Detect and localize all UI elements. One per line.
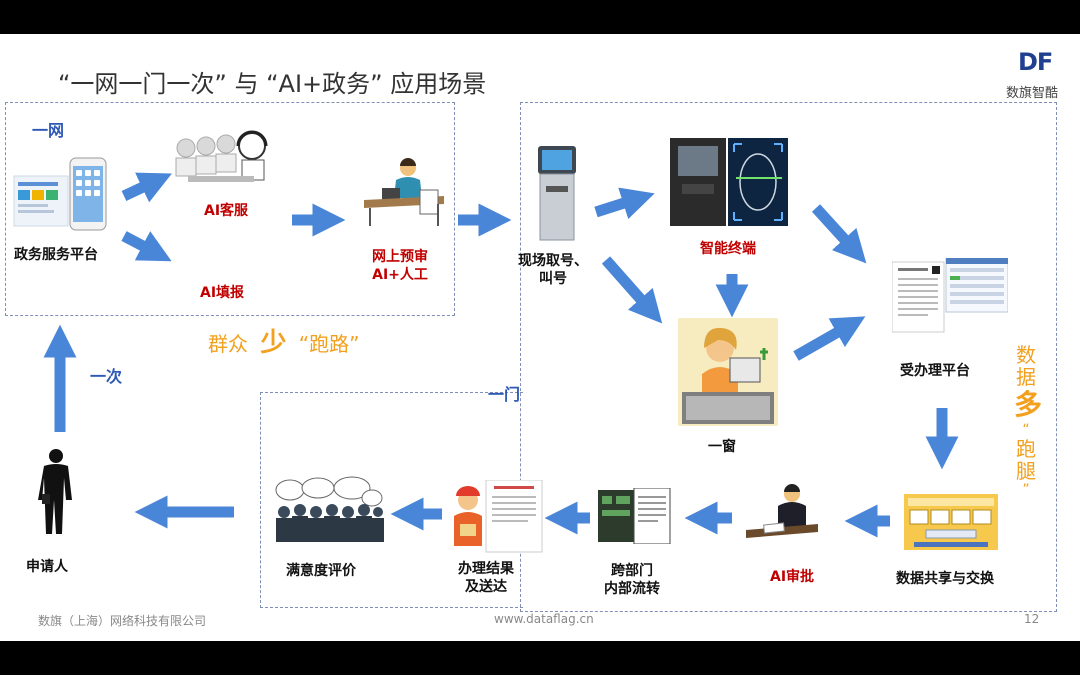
label-queue-line1: 现场取号、 bbox=[518, 253, 588, 269]
data-sharing-image bbox=[904, 494, 998, 550]
slogan-people-prefix: 群众 bbox=[208, 332, 248, 356]
label-ai-service: AI客服 bbox=[204, 203, 249, 219]
logo-mark: DF bbox=[1018, 48, 1053, 76]
slide: “一网一门一次” 与 “AI+政务” 应用场景 DF 数旗智酷 bbox=[0, 34, 1080, 641]
label-queue-line2: 叫号 bbox=[539, 271, 567, 287]
slogan-data-more: 数 据 多 “ 跑 腿 ” bbox=[1014, 343, 1043, 498]
cross-dept-image bbox=[598, 487, 672, 545]
window-image bbox=[678, 318, 778, 426]
label-cross-dept: 跨部门 内部流转 bbox=[604, 562, 660, 598]
region-yimen bbox=[520, 102, 1057, 612]
label-queue: 现场取号、 叫号 bbox=[518, 252, 588, 288]
arrow-queue-to-window bbox=[601, 256, 663, 324]
label-yimen: 一门 bbox=[488, 385, 521, 404]
label-result-delivery-line1: 办理结果 bbox=[458, 561, 514, 577]
slogan-data-3: 跑 bbox=[1016, 437, 1036, 461]
arrow-platform-to-ai-service bbox=[121, 172, 172, 203]
label-window: 一窗 bbox=[708, 439, 736, 455]
slogan-data-q2: ” bbox=[1022, 482, 1030, 498]
label-gov-platform: 政务服务平台 bbox=[14, 247, 98, 263]
gov-platform-image bbox=[12, 154, 110, 238]
applicant-image bbox=[38, 448, 74, 536]
region-yiwang bbox=[5, 102, 455, 316]
ai-service-image bbox=[168, 130, 280, 192]
label-smart-terminal: 智能终端 bbox=[700, 241, 756, 257]
label-online-review-line1: 网上预审 bbox=[372, 249, 428, 265]
slogan-data-q1: “ bbox=[1022, 422, 1030, 438]
slogan-data-emph: 多 bbox=[1014, 388, 1043, 421]
slogan-data-4: 腿 bbox=[1016, 459, 1036, 483]
slogan-people-emph: 少 bbox=[260, 328, 287, 358]
label-yiwang: 一网 bbox=[32, 121, 65, 140]
footer-company: 数旗（上海）网络科技有限公司 bbox=[38, 614, 207, 628]
result-delivery-image bbox=[450, 479, 544, 554]
label-ai-fill: AI填报 bbox=[200, 285, 245, 301]
logo-text: 数旗智酷 bbox=[1006, 86, 1059, 101]
label-applicant: 申请人 bbox=[26, 559, 68, 575]
region-yimen-lower bbox=[260, 392, 523, 608]
label-online-review-line2: AI+人工 bbox=[372, 267, 428, 283]
label-result-delivery-line2: 及送达 bbox=[465, 579, 507, 595]
label-ai-approval: AI审批 bbox=[770, 569, 815, 585]
slide-title: “一网一门一次” 与 “AI+政务” 应用场景 bbox=[58, 70, 487, 98]
ai-approval-image bbox=[746, 484, 818, 548]
label-result-delivery: 办理结果 及送达 bbox=[458, 560, 514, 596]
label-online-review: 网上预审 AI+人工 bbox=[372, 248, 428, 284]
arrow-terminal-to-platform bbox=[811, 204, 867, 264]
slogan-data-2: 据 bbox=[1016, 365, 1036, 389]
arrow-queue-to-terminal bbox=[594, 187, 655, 220]
arrow-platform-to-ai-fill bbox=[121, 231, 172, 262]
slogan-data-1: 数 bbox=[1016, 343, 1036, 367]
smart-terminal-image bbox=[670, 138, 788, 226]
flow-arrows bbox=[43, 172, 959, 538]
online-review-image bbox=[360, 156, 448, 228]
slogan-people-suffix: “跑路” bbox=[298, 332, 360, 356]
slogan-people-less: 群众 少 “跑路” bbox=[208, 322, 359, 359]
label-acceptance-platform: 受办理平台 bbox=[900, 363, 970, 379]
label-cross-dept-line2: 内部流转 bbox=[604, 581, 660, 597]
queue-kiosk-image bbox=[534, 142, 580, 242]
arrow-window-to-platform bbox=[793, 316, 866, 361]
label-satisfaction: 满意度评价 bbox=[286, 563, 356, 579]
label-data-sharing: 数据共享与交换 bbox=[896, 571, 994, 587]
footer-website: www.dataflag.cn bbox=[494, 612, 594, 626]
label-yici: 一次 bbox=[90, 367, 123, 386]
footer-page-number: 12 bbox=[1024, 612, 1040, 626]
acceptance-platform-image bbox=[891, 257, 1009, 334]
satisfaction-image bbox=[272, 476, 384, 542]
label-cross-dept-line1: 跨部门 bbox=[611, 563, 653, 579]
